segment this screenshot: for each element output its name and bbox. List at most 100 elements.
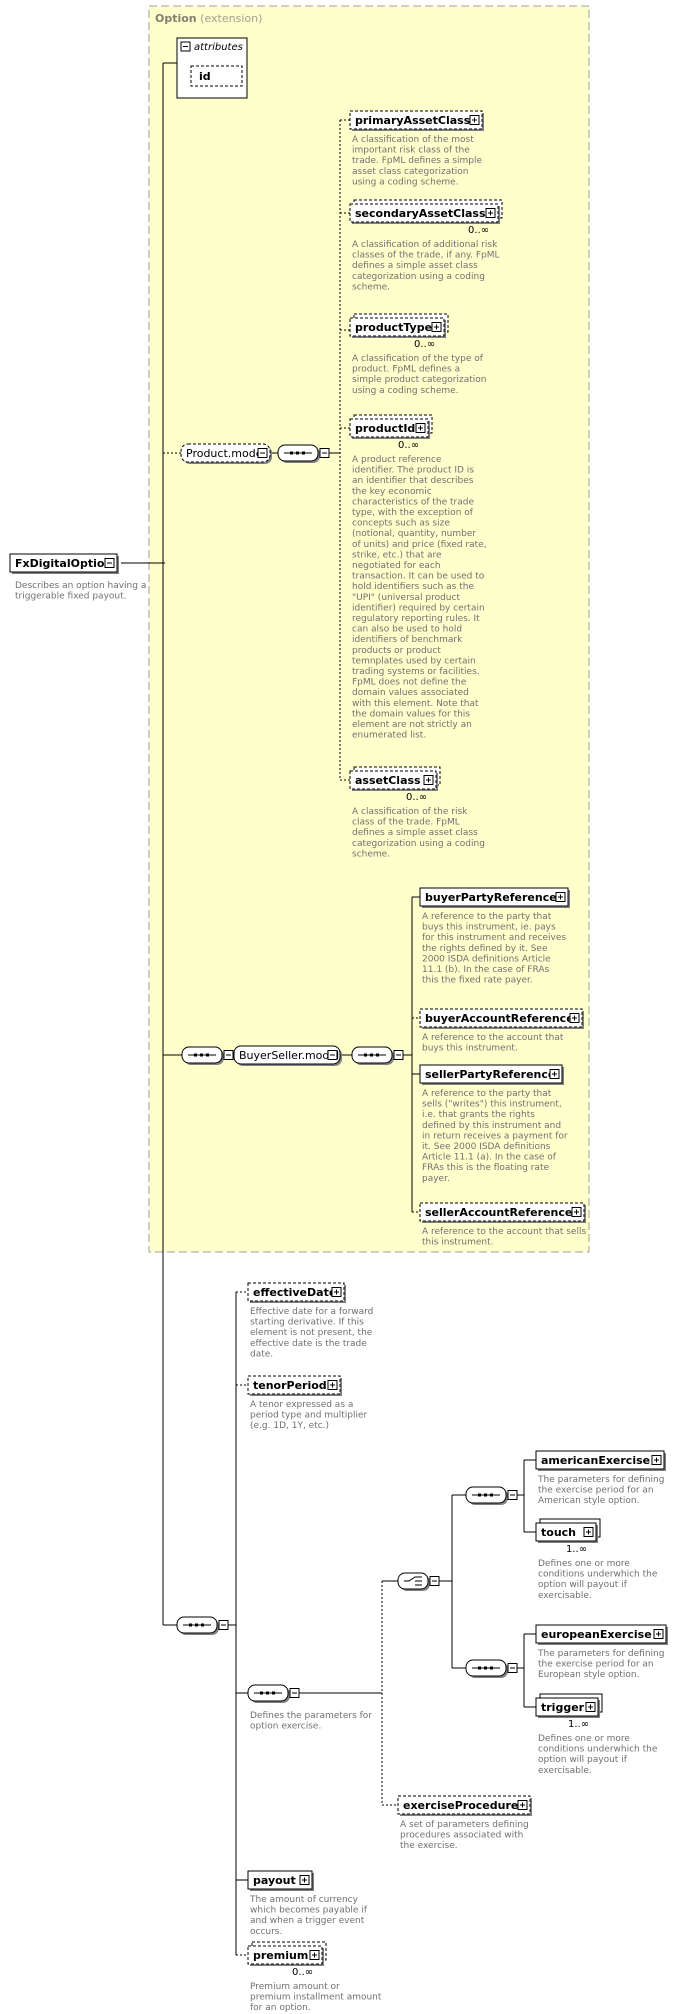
attributes-label: attributes xyxy=(194,42,243,53)
touch-element[interactable]: touch 1..∞ xyxy=(535,1518,601,1555)
expand-icon[interactable] xyxy=(309,1950,320,1960)
group-name: Product.model xyxy=(186,447,266,460)
cardinality: 0..∞ xyxy=(398,440,419,451)
expand-icon[interactable] xyxy=(299,1875,310,1885)
exercise-sequence-icon[interactable] xyxy=(247,1684,300,1703)
element-name: productId xyxy=(355,422,415,435)
primary-asset-class-element[interactable]: primaryAssetClass xyxy=(349,110,484,131)
extension-title: Option (extension) xyxy=(155,12,262,25)
element-name: secondaryAssetClass xyxy=(355,207,486,220)
expand-icon[interactable] xyxy=(469,115,480,125)
element-name: trigger xyxy=(541,1701,585,1714)
element-name: assetClass xyxy=(355,774,421,787)
seller-account-reference-element[interactable]: sellerAccountReference xyxy=(419,1202,586,1223)
expand-icon[interactable] xyxy=(555,892,566,902)
expand-icon[interactable] xyxy=(423,775,434,785)
tenor-period-element[interactable]: tenorPeriod xyxy=(247,1375,342,1396)
buyer-party-reference-element[interactable]: buyerPartyReference xyxy=(419,887,570,908)
element-name: buyerPartyReference xyxy=(425,891,557,904)
trigger-element[interactable]: trigger 1..∞ xyxy=(535,1693,603,1730)
expand-icon[interactable] xyxy=(485,208,496,218)
expand-icon[interactable] xyxy=(571,1207,582,1217)
expand-icon[interactable] xyxy=(517,1800,528,1810)
secondary-asset-class-element[interactable]: secondaryAssetClass 0..∞ xyxy=(349,199,503,236)
expand-icon[interactable] xyxy=(415,423,426,433)
element-name: productType xyxy=(355,321,432,334)
european-sequence-icon[interactable] xyxy=(465,1659,518,1678)
exercise-procedure-element[interactable]: exerciseProcedure xyxy=(397,1795,532,1816)
element-name: sellerAccountReference xyxy=(425,1206,572,1219)
element-name: sellerPartyReference xyxy=(425,1068,555,1081)
expand-icon[interactable] xyxy=(327,1380,338,1390)
expand-icon[interactable] xyxy=(431,322,442,332)
expand-icon[interactable] xyxy=(585,1702,596,1712)
cardinality: 1..∞ xyxy=(566,1544,587,1555)
european-exercise-element[interactable]: europeanExercise xyxy=(535,1624,668,1645)
american-exercise-element[interactable]: americanExercise xyxy=(535,1450,666,1471)
expand-icon[interactable] xyxy=(569,1013,580,1023)
expand-icon[interactable] xyxy=(549,1069,560,1079)
payout-element[interactable]: payout xyxy=(247,1870,314,1891)
fxdigitaloption-root-element[interactable]: FxDigitalOption xyxy=(9,553,119,574)
buyerseller-inner-sequence-icon[interactable] xyxy=(351,1046,404,1065)
root-name: FxDigitalOption xyxy=(15,557,112,570)
cardinality: 1..∞ xyxy=(568,1719,589,1730)
buyerseller-model-group[interactable]: BuyerSeller.model xyxy=(233,1045,342,1066)
product-id-element[interactable]: productId 0..∞ xyxy=(349,414,433,451)
element-name: premium xyxy=(253,1949,308,1962)
element-name: primaryAssetClass xyxy=(355,114,471,127)
element-name: buyerAccountReference xyxy=(425,1012,574,1025)
seller-party-reference-element[interactable]: sellerPartyReference xyxy=(419,1064,564,1085)
element-name: europeanExercise xyxy=(541,1628,652,1641)
element-name: americanExercise xyxy=(541,1454,650,1467)
product-model-group[interactable]: Product.model xyxy=(180,443,272,464)
expand-icon[interactable] xyxy=(331,1287,342,1297)
american-sequence-icon[interactable] xyxy=(465,1486,518,1505)
attribute-id[interactable] xyxy=(190,65,243,87)
element-name: exerciseProcedure xyxy=(403,1799,518,1812)
product-sequence-icon[interactable] xyxy=(277,444,330,463)
element-name: effectiveDate xyxy=(253,1286,336,1299)
main-sequence-icon[interactable] xyxy=(176,1616,229,1635)
attribute-id-label: id xyxy=(199,70,211,83)
buyer-account-reference-element[interactable]: buyerAccountReference xyxy=(419,1008,584,1029)
element-name: touch xyxy=(541,1526,576,1539)
cardinality: 0..∞ xyxy=(406,792,427,803)
element-name: tenorPeriod xyxy=(253,1379,327,1392)
cardinality: 0..∞ xyxy=(292,1967,313,1978)
choice-compositor-icon[interactable] xyxy=(397,1572,440,1591)
cardinality: 0..∞ xyxy=(468,225,489,236)
expand-icon[interactable] xyxy=(651,1455,662,1465)
element-name: payout xyxy=(253,1874,296,1887)
connector-lines xyxy=(121,62,536,1956)
product-type-element[interactable]: productType 0..∞ xyxy=(349,313,449,350)
premium-element[interactable]: premium 0..∞ xyxy=(247,1941,327,1978)
expand-icon[interactable] xyxy=(583,1527,594,1537)
group-name: BuyerSeller.model xyxy=(239,1049,339,1062)
cardinality: 0..∞ xyxy=(414,339,435,350)
expand-icon[interactable] xyxy=(653,1629,664,1639)
asset-class-element[interactable]: assetClass 0..∞ xyxy=(349,766,441,803)
effective-date-element[interactable]: effectiveDate xyxy=(247,1282,346,1303)
buyerseller-outer-sequence-icon[interactable] xyxy=(181,1046,234,1065)
